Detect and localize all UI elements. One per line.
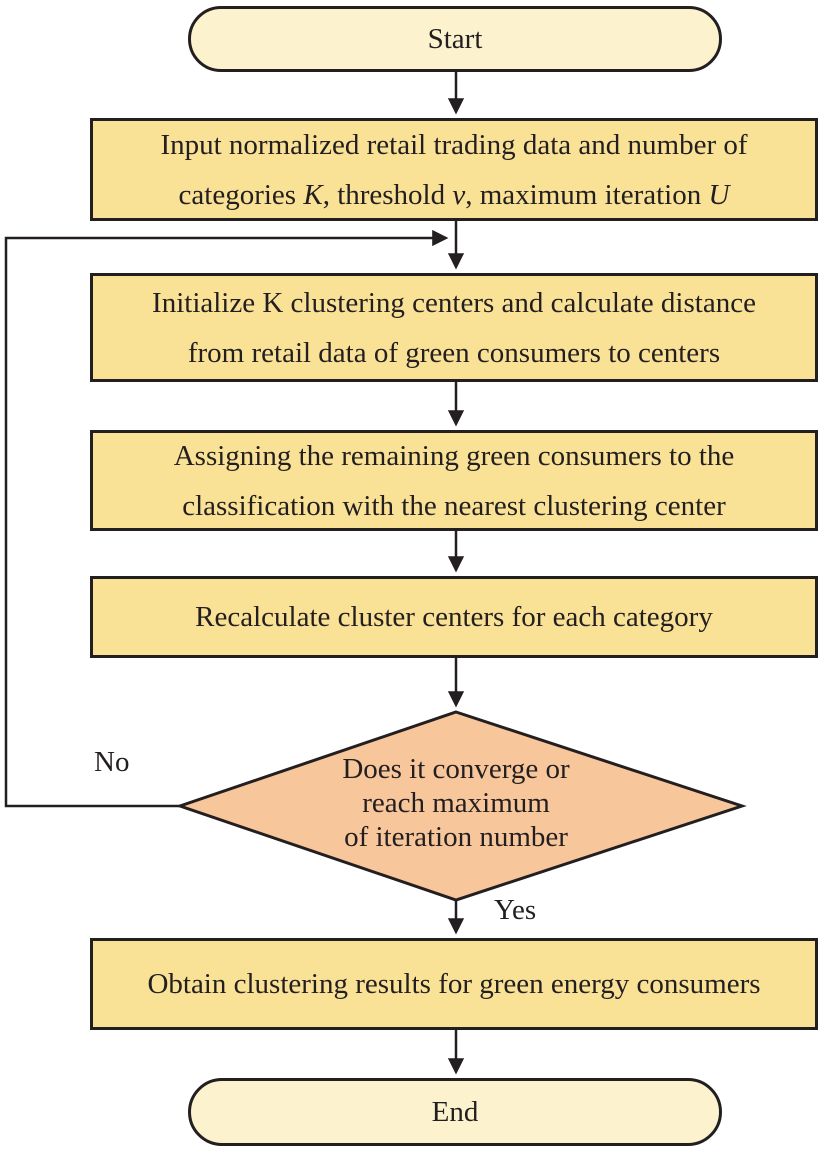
input-line-2: categories K, threshold v, maximum itera…: [179, 170, 730, 220]
assign-line-2: classification with the nearest clusteri…: [182, 489, 726, 522]
input-data-node: Input normalized retail trading data and…: [90, 118, 818, 221]
input-var-k: K: [303, 178, 323, 211]
obtain-results-node: Obtain clustering results for green ener…: [90, 938, 818, 1030]
decision-line-1: Does it converge or: [342, 753, 570, 785]
assign-line-1: Assigning the remaining green consumers …: [173, 439, 735, 472]
start-label: Start: [427, 23, 483, 55]
initialize-line-2: from retail data of green consumers to c…: [187, 336, 721, 369]
end-label: End: [431, 1096, 479, 1128]
initialize-line-1: Initialize K clustering centers and calc…: [152, 286, 756, 319]
assign-consumers-node: Assigning the remaining green consumers …: [90, 430, 818, 531]
recalculate-label: Recalculate cluster centers for each cat…: [195, 601, 713, 633]
input-line2-text1: categories: [178, 178, 304, 211]
initialize-centers-node: Initialize K clustering centers and calc…: [90, 273, 818, 382]
decision-line-2: reach maximum: [362, 787, 550, 819]
input-line2-text3: , maximum iteration: [465, 178, 709, 211]
decision-node-text: Does it converge or reach maximum of ite…: [256, 752, 656, 854]
input-var-v: v: [452, 178, 466, 211]
input-line-1: Input normalized retail trading data and…: [160, 128, 748, 161]
recalculate-centers-node: Recalculate cluster centers for each cat…: [90, 576, 818, 658]
yes-branch-label: Yes: [494, 894, 537, 926]
obtain-label: Obtain clustering results for green ener…: [147, 968, 761, 1000]
input-line2-text2: , threshold: [322, 178, 453, 211]
no-branch-label: No: [94, 746, 130, 778]
end-node: End: [188, 1078, 722, 1146]
start-node: Start: [188, 6, 722, 72]
decision-line-3: of iteration number: [344, 821, 568, 853]
decision-diamond-shape: [175, 710, 747, 902]
edge-no-return-loop: [4, 229, 449, 808]
input-var-u: U: [708, 178, 730, 211]
